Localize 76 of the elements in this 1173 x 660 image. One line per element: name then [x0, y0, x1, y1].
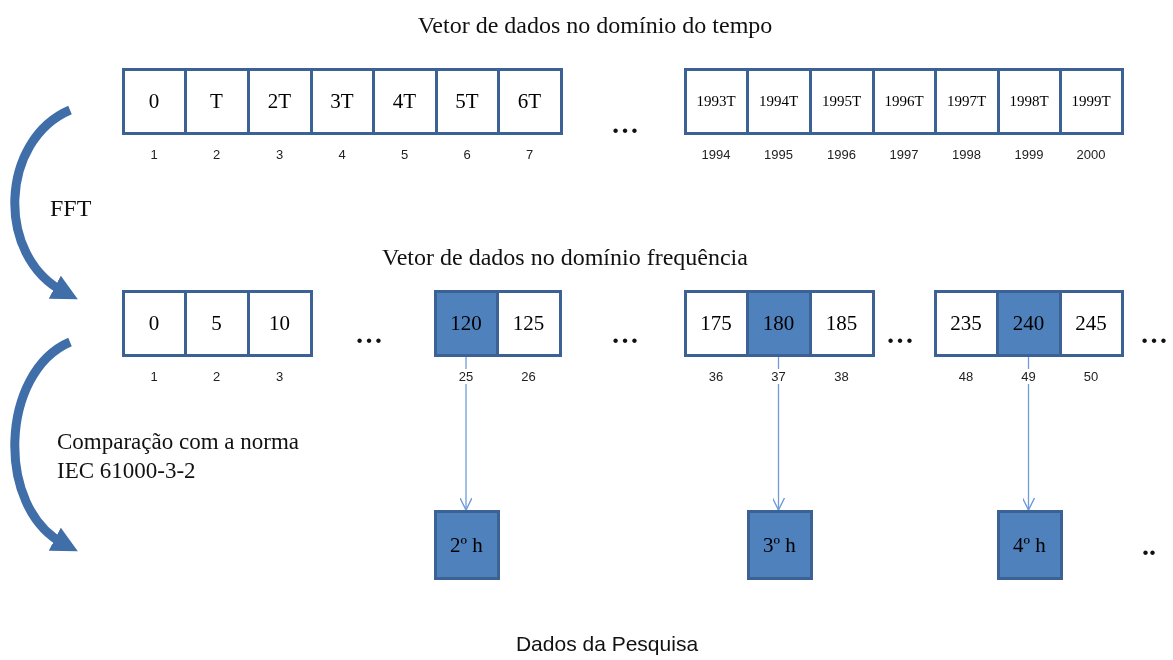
cell-value: 1997T — [946, 93, 987, 110]
index-number: 48 — [956, 369, 976, 384]
cell-value: 4T — [392, 89, 417, 114]
ellipsis: … — [611, 108, 639, 140]
cell-value: 240 — [1012, 311, 1045, 336]
index-number: 5 — [398, 147, 411, 162]
cell-value: 4º h — [1013, 532, 1046, 558]
harmonic-box — [746, 510, 813, 580]
index-number: 49 — [1019, 369, 1038, 384]
cell-value: 3º h — [763, 532, 796, 558]
cell-value: 1996T — [884, 93, 924, 110]
vector-cell — [933, 290, 999, 357]
index-number: 36 — [706, 369, 726, 384]
cell-value: 120 — [450, 311, 482, 336]
vector-cell — [121, 68, 187, 135]
ellipsis: .. — [1142, 530, 1156, 562]
cell-value: 5 — [211, 311, 222, 336]
section-heading: Vetor de dados no domínio do tempo — [417, 12, 773, 39]
cell-value: 180 — [762, 311, 795, 336]
index-number: 7 — [523, 147, 536, 162]
ellipsis: … — [355, 318, 383, 350]
cell-value: 0 — [148, 311, 160, 336]
index-number: 1995 — [762, 147, 795, 162]
index-number: 1 — [148, 147, 160, 162]
index-number: 1994 — [699, 147, 733, 162]
ellipsis: … — [1140, 318, 1168, 350]
annotation: FFT — [50, 195, 92, 222]
cell-value: 1993T — [696, 93, 736, 110]
vector-cell — [683, 68, 749, 135]
cell-value: 1999T — [1071, 93, 1111, 110]
index-number: 2 — [210, 147, 223, 162]
index-number: 3 — [273, 147, 286, 162]
index-number: 1998 — [950, 147, 983, 162]
annotation: Comparação com a norma IEC 61000-3-2 — [57, 428, 301, 485]
index-number: 1 — [148, 369, 160, 384]
cell-value: 2T — [267, 89, 292, 114]
cell-value: 235 — [950, 311, 982, 336]
vector-cell — [433, 290, 499, 357]
vector-cell — [121, 290, 187, 357]
index-number: 1997 — [887, 147, 921, 162]
cell-value: 1994T — [758, 93, 799, 110]
index-number: 50 — [1081, 369, 1101, 384]
index-number: 37 — [769, 369, 788, 384]
index-number: 6 — [461, 147, 473, 162]
cell-value: 3T — [330, 89, 354, 114]
arrow — [771, 356, 786, 511]
section-heading: Vetor de dados no domínio frequência — [382, 244, 748, 271]
vector-cell — [683, 290, 749, 357]
index-number: 1996 — [825, 147, 858, 162]
cell-value: 10 — [269, 311, 290, 336]
index-number: 26 — [519, 369, 538, 384]
cell-value: 2º h — [450, 532, 483, 558]
cell-value: 175 — [700, 311, 732, 336]
caption: Dados da Pesquisa — [515, 632, 699, 656]
cell-value: 125 — [512, 311, 545, 336]
cell-value: T — [210, 89, 223, 114]
cell-value: 185 — [825, 311, 858, 336]
index-number: 25 — [456, 369, 476, 384]
arrow — [459, 356, 473, 511]
ellipsis: … — [611, 318, 639, 350]
index-number: 2000 — [1074, 147, 1108, 162]
ellipsis: … — [886, 318, 914, 350]
index-number: 38 — [832, 369, 851, 384]
index-number: 1999 — [1012, 147, 1046, 162]
harmonic-box — [996, 510, 1063, 580]
arrow — [1021, 356, 1036, 511]
cell-value: 5T — [455, 89, 479, 114]
index-number: 4 — [336, 147, 348, 162]
index-number: 2 — [210, 369, 223, 384]
cell-value: 0 — [148, 89, 160, 114]
cell-value: 1995T — [821, 93, 862, 110]
cell-value: 245 — [1075, 311, 1107, 336]
index-number: 3 — [273, 369, 286, 384]
harmonic-box — [433, 510, 500, 580]
cell-value: 6T — [517, 89, 542, 114]
cell-value: 1998T — [1009, 93, 1049, 110]
